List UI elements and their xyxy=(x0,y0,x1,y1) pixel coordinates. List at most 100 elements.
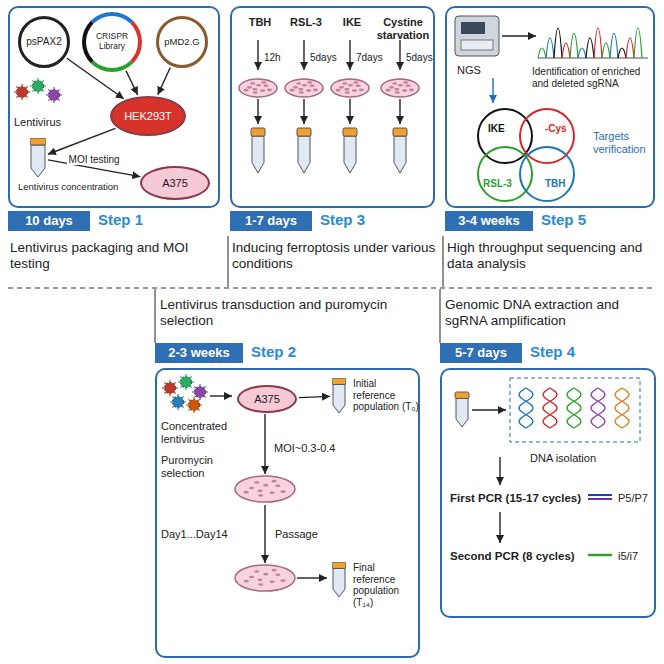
cell xyxy=(394,88,399,91)
node-text: Final reference population (T₁₄) xyxy=(353,562,419,608)
node-text: Cystine starvation xyxy=(372,16,434,41)
plasmid-circle: psPAX2 xyxy=(18,16,70,68)
virus-spike xyxy=(172,396,174,398)
chromatogram-peak xyxy=(586,38,594,58)
virus-spike xyxy=(192,391,195,392)
chromatogram-peak xyxy=(610,33,618,58)
flow-arrow xyxy=(303,99,304,124)
tube-cap xyxy=(251,128,265,136)
virus-particle xyxy=(165,383,176,394)
virus-spike xyxy=(177,394,178,397)
step-label: Step 5 xyxy=(541,211,586,228)
virus-particle xyxy=(195,387,206,398)
node-text: i5/i7 xyxy=(618,550,654,563)
venn-circle: -Cys xyxy=(519,108,575,164)
step-panel: TBHRSL-3IKECystine starvation12h5days7da… xyxy=(230,6,435,208)
culture-dish xyxy=(235,565,295,591)
culture-dish xyxy=(235,476,295,502)
node-text: Second PCR (8 cycles) xyxy=(450,550,590,563)
node-text: MOI~0.3-0.4 xyxy=(274,442,354,455)
cell xyxy=(335,89,340,92)
cell xyxy=(275,573,280,576)
node-text: Lentivirus xyxy=(14,116,84,129)
step-label: 10 days xyxy=(25,214,73,229)
cell xyxy=(356,84,361,87)
tube-cap xyxy=(297,128,311,136)
cell xyxy=(406,84,411,87)
node-text: RSL-3 xyxy=(483,178,519,190)
dna-strand xyxy=(567,388,581,428)
venn-circle: IKE xyxy=(477,108,533,164)
dna-strand xyxy=(591,388,605,428)
cell xyxy=(270,491,275,494)
virus-spike xyxy=(32,80,34,82)
virus-spike xyxy=(200,404,203,405)
tube-body xyxy=(394,136,406,173)
flow-arrow xyxy=(210,395,232,396)
virus-particle xyxy=(17,87,28,98)
chromatogram-peak xyxy=(578,48,586,58)
cell xyxy=(359,89,364,92)
virus-spike xyxy=(58,89,60,91)
culture-dish: A375 xyxy=(237,385,297,413)
culture-dish xyxy=(239,79,277,97)
tube-cap xyxy=(332,562,346,568)
tick-line xyxy=(443,236,444,287)
plasmid-circle: pMD2.G xyxy=(156,16,208,68)
virus-particle xyxy=(189,400,200,411)
cell xyxy=(257,579,262,582)
flow-arrow xyxy=(472,409,506,410)
node-text: First PCR (15-17 cycles) xyxy=(450,492,590,505)
flow-connector xyxy=(126,71,138,95)
cell xyxy=(249,576,254,579)
virus-spike xyxy=(44,85,47,86)
dna-strand xyxy=(543,388,557,428)
tube-body xyxy=(333,568,345,597)
cell xyxy=(402,89,407,92)
step-label: Step 1 xyxy=(98,211,143,228)
dna-box xyxy=(510,378,640,442)
primer-line xyxy=(588,498,612,500)
node-text: Lentivirus concentration xyxy=(18,182,158,193)
flow-arrow xyxy=(349,99,350,124)
step-description: High throughput sequencing and data anal… xyxy=(447,240,655,272)
node-text: Initial reference population (T₀) xyxy=(353,378,419,413)
virus-spike xyxy=(206,391,209,392)
edge-label: MOI testing xyxy=(67,154,122,166)
node-text: Identification of enriched and deleted s… xyxy=(532,66,652,89)
virus-spike xyxy=(188,409,190,411)
tube-body xyxy=(456,398,468,427)
virus-particle xyxy=(49,90,60,101)
cell xyxy=(348,84,353,87)
node-text: IKE xyxy=(488,123,518,135)
virus-spike xyxy=(26,96,28,98)
step-label: 3-4 weeks xyxy=(458,214,519,229)
venn-circle: TBH xyxy=(519,146,575,202)
node-text: Day1...Day14 xyxy=(161,528,251,541)
cell xyxy=(252,88,257,91)
cell xyxy=(344,88,349,91)
divider-line xyxy=(8,287,656,288)
cell xyxy=(306,89,311,92)
node-text: 7days xyxy=(356,52,390,64)
dna-strand xyxy=(519,388,533,428)
virus-spike xyxy=(194,386,196,388)
flow-connector xyxy=(48,128,116,154)
step-label: 2-3 weeks xyxy=(168,346,229,361)
cell xyxy=(247,86,252,89)
cell xyxy=(398,84,403,87)
duration-bar: 1-7 daysStep 3 xyxy=(230,211,312,231)
node-text: Passage xyxy=(275,528,335,541)
tube-body xyxy=(344,136,356,173)
virus-spike xyxy=(21,84,22,87)
chromatogram-peak xyxy=(626,38,634,58)
virus-spike xyxy=(46,94,49,95)
step-label: 5-7 days xyxy=(455,346,507,361)
virus-spike xyxy=(188,399,190,401)
cell xyxy=(409,89,414,92)
step-label: Step 2 xyxy=(251,343,296,360)
virus-spike xyxy=(193,397,194,400)
virus-spike xyxy=(198,409,200,411)
chromatogram-peak xyxy=(602,43,610,58)
cell xyxy=(352,89,357,92)
